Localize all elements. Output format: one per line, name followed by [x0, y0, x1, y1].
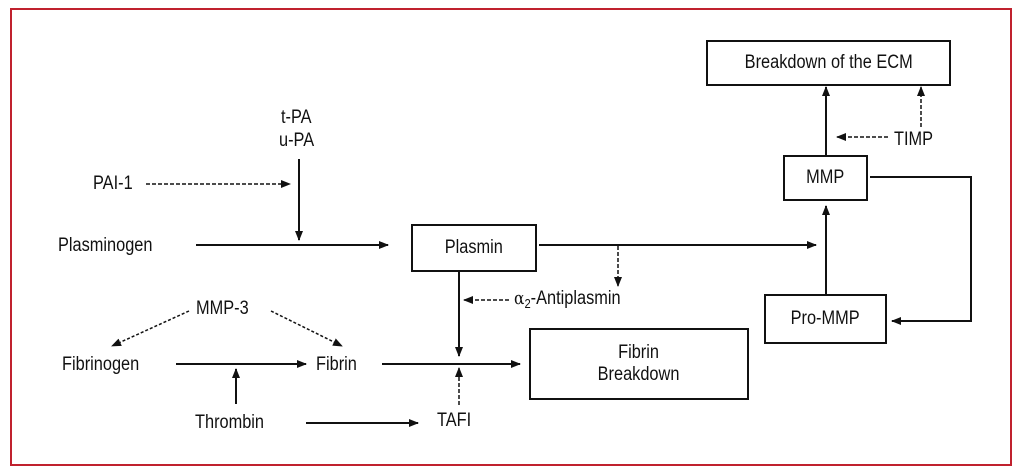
node-upa: u-PA: [279, 130, 315, 151]
node-fibrinogen: Fibrinogen: [62, 354, 140, 375]
node-tpa: t-PA: [281, 107, 312, 128]
node-alpha2-antiplasmin: α2-Antiplasmin: [514, 289, 621, 314]
node-fibrin-breakdown-box: Fibrin Breakdown: [529, 328, 749, 400]
node-prommp-box: Pro-MMP: [764, 294, 887, 344]
node-ecm-breakdown-label: Breakdown of the ECM: [744, 52, 913, 73]
node-thrombin: Thrombin: [195, 412, 265, 433]
node-mmp-label: MMP: [806, 167, 845, 188]
node-plasmin-box: Plasmin: [411, 224, 537, 272]
edge-mmp-to-prommp-feedback: [870, 176, 972, 325]
alpha-subscript: 2: [524, 296, 531, 311]
edge-mmp3-to-fibrin: [270, 310, 343, 347]
node-pai1: PAI-1: [93, 173, 133, 194]
node-ecm-breakdown-box: Breakdown of the ECM: [706, 40, 951, 86]
node-timp: TIMP: [894, 129, 934, 150]
node-plasminogen: Plasminogen: [58, 235, 153, 256]
node-plasmin-label: Plasmin: [444, 237, 504, 258]
node-fibrin: Fibrin: [316, 354, 357, 375]
antiplasmin-text: -Antiplasmin: [530, 288, 621, 309]
node-prommp-label: Pro-MMP: [790, 308, 860, 329]
alpha-symbol: α: [514, 288, 525, 309]
diagram-frame: [10, 8, 1012, 466]
node-mmp-box: MMP: [783, 155, 868, 201]
node-mmp3: MMP-3: [196, 298, 249, 319]
node-fibrin-breakdown-label: Fibrin Breakdown: [598, 342, 680, 385]
node-tafi: TAFI: [437, 410, 472, 431]
edge-mmp3-to-fibrinogen: [111, 310, 190, 347]
